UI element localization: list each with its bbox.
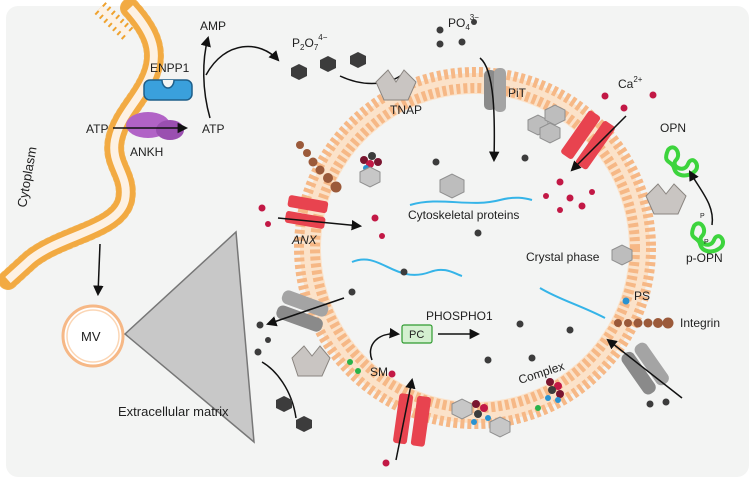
extracellular-label: Extracellular matrix [118, 404, 229, 419]
pit-channel-icon [484, 68, 506, 112]
matrix-vesicle [294, 67, 656, 429]
complex-cluster-top [359, 152, 382, 188]
popn-protein-icon [690, 221, 725, 254]
tnap-bottom-icon [291, 345, 331, 377]
ps-label: PS [634, 289, 650, 303]
calcium-label: Ca2+ [618, 75, 643, 91]
phosphate-ions-left [254, 321, 271, 356]
calcium-ions-outside [601, 91, 657, 112]
pc-box [401, 324, 433, 344]
right-export-arrow [606, 338, 683, 399]
atp-to-amp-arrow [200, 35, 211, 119]
sm-to-pc-arrow [369, 327, 401, 361]
mv-label: MV [81, 329, 101, 344]
calcium-ions-anx [258, 204, 385, 239]
integrin-label: Integrin [680, 316, 720, 330]
tnap-label: TNAP [390, 103, 422, 117]
sm-dots [347, 359, 361, 374]
cytoskeleton-filaments [351, 196, 606, 319]
pyrophosphate-hexagon-icon [291, 52, 366, 80]
ppi-label: P2O74− [292, 33, 328, 52]
anx-entry-arrow [277, 217, 363, 231]
calcium-bottom-arrow [395, 377, 416, 461]
opn-protein-icon [664, 145, 699, 178]
complex-cluster-low [451, 398, 511, 438]
phosphate-ions-right [646, 398, 670, 408]
membrane-to-mv-arrow [93, 243, 104, 297]
gray-channel-right-icon [621, 342, 669, 395]
ankh-transporter-icon [126, 112, 184, 140]
opn-label: OPN [660, 121, 686, 135]
opn-dephosphorylation-arrow [688, 170, 714, 226]
mv-inner-ring [66, 309, 120, 363]
tnap-enzyme-icon [375, 69, 417, 101]
complex-cluster-bottom [535, 378, 564, 411]
phosphate-ions-inside [348, 154, 574, 364]
phospho-p-bottom: P [704, 239, 709, 246]
tnap-right-icon [645, 183, 687, 215]
mv-vesicle [61, 304, 125, 368]
ps-dot [622, 297, 630, 305]
calcium-ions-inside [543, 178, 595, 213]
calcium-entry-arrow [570, 115, 627, 172]
anx-label: ANX [291, 233, 318, 247]
phospho1-label: PHOSPHO1 [426, 309, 493, 323]
pi-label: PO43− [448, 13, 479, 32]
phosphate-ions [436, 19, 477, 48]
pyrophosphate-bottom-icon [276, 396, 312, 432]
gray-channel-left-icon [276, 290, 329, 332]
cell-membrane [0, 0, 164, 290]
atp-to-ppi-arrow [205, 45, 280, 76]
ppi-to-tnap-bottom-arrow [261, 361, 297, 419]
sm-label: SM [370, 365, 388, 379]
crystal-hexagon-icon [439, 104, 633, 266]
ankh-label: ANKH [130, 145, 163, 159]
atp-out-label: ATP [202, 122, 224, 136]
integrin-top-icon [296, 141, 342, 193]
integrin-icon [614, 317, 674, 329]
enpp1-label: ENPP1 [150, 61, 190, 75]
enpp1-enzyme-icon [143, 79, 193, 101]
calcium-channel-bottom-icon [393, 393, 431, 447]
atp-in-label: ATP [86, 122, 108, 136]
crystal-phase-label: Crystal phase [526, 250, 600, 264]
amp-label: AMP [200, 19, 226, 33]
left-export-arrow [266, 297, 345, 327]
popn-label: p-OPN [686, 251, 723, 265]
phospho-p-top: P [700, 213, 705, 220]
pc-label: PC [409, 329, 424, 341]
pit-label: PiT [508, 86, 527, 100]
calcium-ions-low [382, 370, 396, 467]
zoom-triangle [123, 230, 255, 444]
pi-entry-arrow [479, 57, 500, 163]
cytoskeletal-label: Cytoskeletal proteins [408, 208, 519, 222]
